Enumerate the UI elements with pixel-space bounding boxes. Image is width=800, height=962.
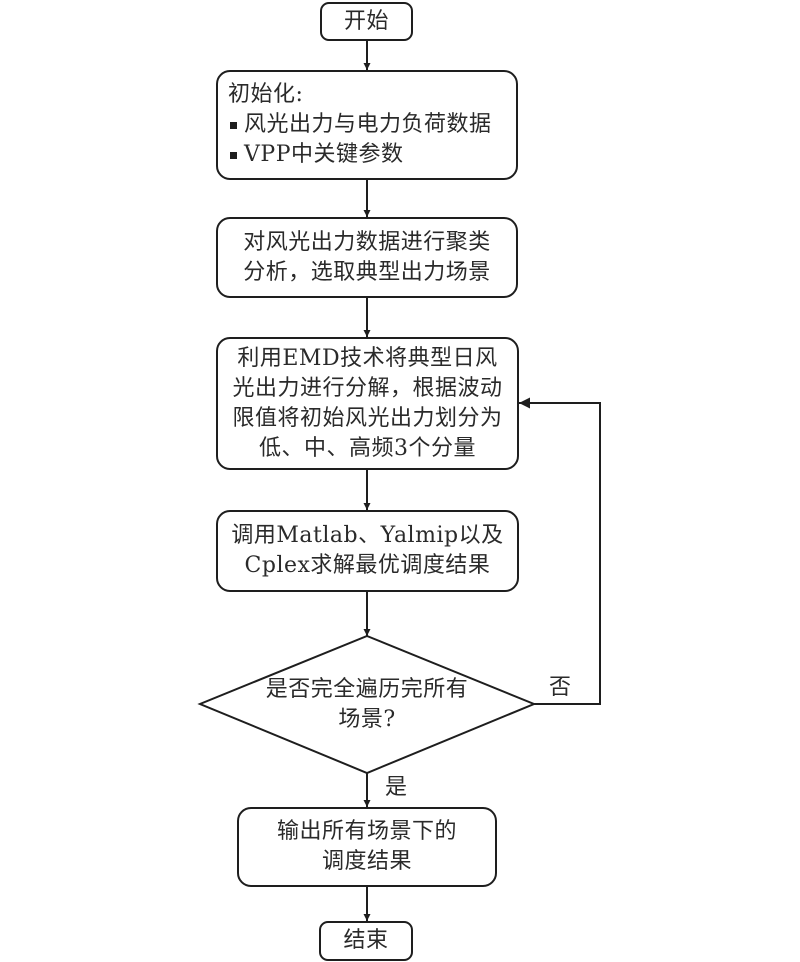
init-title: 初始化: xyxy=(228,82,304,107)
bullet-square-icon xyxy=(230,121,237,129)
solver-node: 调用Matlab、Yalmip以及 Cplex求解最优调度结果 xyxy=(216,510,519,592)
no-branch-label: 否 xyxy=(549,675,572,700)
yes-branch-label: 是 xyxy=(385,775,408,800)
output-results-node: 输出所有场景下的 调度结果 xyxy=(237,807,497,887)
init-item: VPP中关键参数 xyxy=(228,140,404,170)
node-text-line: 低、中、高频3个分量 xyxy=(259,435,476,461)
node-text-line: 分析，选取典型出力场景 xyxy=(243,259,491,285)
cluster-analysis-node: 对风光出力数据进行聚类 分析，选取典型出力场景 xyxy=(216,217,518,298)
start-label: 开始 xyxy=(343,8,389,34)
init-item: 风光出力与电力负荷数据 xyxy=(228,110,492,140)
decision-node: 是否完全遍历完所有 场景? xyxy=(240,675,494,735)
decision-text-line: 是否完全遍历完所有 xyxy=(265,677,469,702)
node-text-line: 调度结果 xyxy=(321,849,412,874)
decision-text-line: 场景? xyxy=(338,707,396,732)
end-node: 结束 xyxy=(319,921,413,961)
bullet-square-icon xyxy=(230,151,237,159)
start-node: 开始 xyxy=(320,2,413,41)
decision-diamond-shape xyxy=(197,634,537,775)
emd-decomposition-node: 利用EMD技术将典型日风 光出力进行分解，根据波动 限值将初始风光出力划分为 低… xyxy=(216,337,519,470)
node-text-line: 限值将初始风光出力划分为 xyxy=(232,405,503,431)
node-text-line: 光出力进行分解，根据波动 xyxy=(232,375,503,401)
init-item-text: 风光出力与电力负荷数据 xyxy=(244,112,492,137)
init-node: 初始化: 风光出力与电力负荷数据 VPP中关键参数 xyxy=(216,70,518,180)
arrow-decision-loop-back xyxy=(519,397,601,705)
node-text-line: 对风光出力数据进行聚类 xyxy=(243,229,491,255)
end-label: 结束 xyxy=(343,928,389,953)
node-text-line: 输出所有场景下的 xyxy=(276,819,457,844)
node-text-line: Cplex求解最优调度结果 xyxy=(244,553,491,578)
node-text-line: 利用EMD技术将典型日风 xyxy=(237,345,498,371)
init-item-text: VPP中关键参数 xyxy=(244,142,404,167)
node-text-line: 调用Matlab、Yalmip以及 xyxy=(231,523,504,548)
